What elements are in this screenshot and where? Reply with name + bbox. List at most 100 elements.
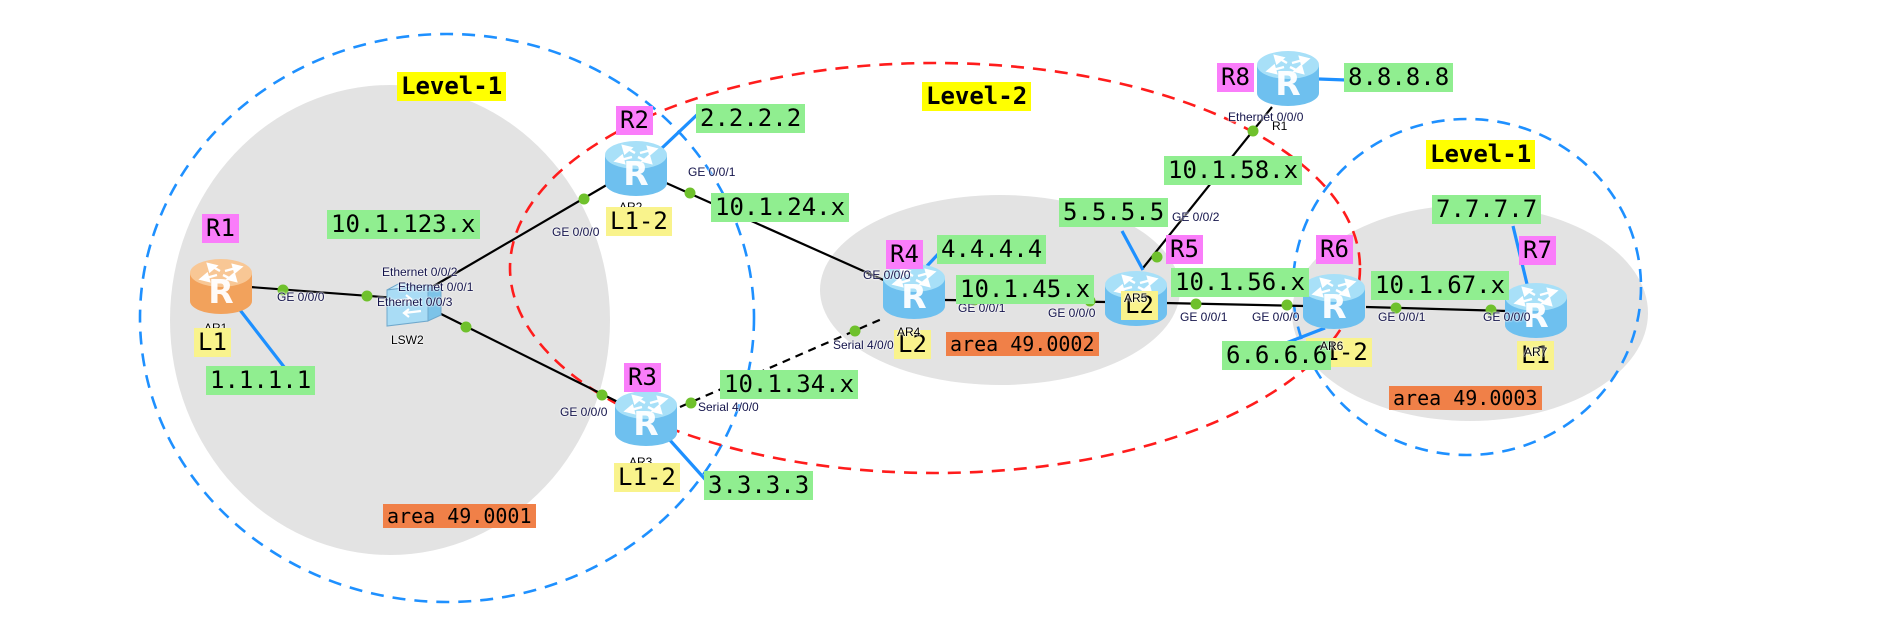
loopback-link-r2 [660, 110, 702, 150]
level2-boundary [508, 61, 1362, 475]
loopback-link-r1 [238, 309, 290, 373]
router-icon [1505, 283, 1567, 338]
level1-left-boundary [138, 32, 756, 604]
device-name-ar6: AR6 [1320, 339, 1344, 353]
loopback-link-r5 [1120, 230, 1145, 271]
loopback-label-r3[interactable]: 3.3.3.3 [704, 471, 814, 500]
router-r6[interactable]: R [1303, 273, 1365, 330]
loopback-label-r8[interactable]: 8.8.8.8 [1344, 63, 1454, 92]
router-r1[interactable]: R [190, 258, 252, 315]
loopback-label-r7[interactable]: 7.7.7.7 [1432, 195, 1542, 224]
loopback-label-r2[interactable]: 2.2.2.2 [696, 104, 806, 133]
network-label-10-1-45[interactable]: 10.1.45.x [956, 275, 1095, 304]
network-label-10-1-56[interactable]: 10.1.56.x [1171, 268, 1310, 297]
router-icon [883, 264, 945, 319]
link-lsw2-r2[interactable] [431, 175, 623, 288]
port-dot [596, 389, 608, 401]
port-dot [1281, 299, 1293, 311]
level-tag-r1[interactable]: L1 [194, 328, 231, 357]
if-label-r8-eth000: Ethernet 0/0/0 [1228, 110, 1304, 124]
network-label-10-1-24[interactable]: 10.1.24.x [711, 193, 850, 222]
port-dot [1485, 304, 1497, 316]
port-dot [460, 321, 472, 333]
loopback-link-r8 [1318, 77, 1347, 82]
router-letter: R [633, 404, 659, 443]
if-label-lsw2-eth002: Ethernet 0/0/2 [382, 265, 458, 279]
area-49-0003-label[interactable]: area 49.0003 [1389, 386, 1542, 411]
router-icon [1257, 51, 1319, 106]
area-49-0001-label[interactable]: area 49.0001 [383, 504, 536, 529]
if-label-r4-serial400: Serial 4/0/0 [833, 338, 894, 352]
router-letter: R [1321, 287, 1347, 326]
if-label-r2-ge001: GE 0/0/1 [688, 165, 736, 179]
device-name-r8: R1 [1272, 119, 1288, 133]
loopback-label-r1[interactable]: 1.1.1.1 [206, 366, 316, 395]
if-label-r1-ge000: GE 0/0/0 [277, 290, 325, 304]
level-tag-r7[interactable]: L1 [1517, 341, 1554, 370]
router-tag-r6[interactable]: R6 [1316, 235, 1353, 264]
port-dot [684, 187, 696, 199]
area-49-0003-region [1292, 205, 1648, 421]
level1-left-label[interactable]: Level-1 [397, 72, 507, 101]
router-icon [1303, 274, 1365, 329]
port-dot [1151, 251, 1163, 263]
if-label-r2-ge000: GE 0/0/0 [552, 225, 600, 239]
router-tag-r8[interactable]: R8 [1217, 63, 1254, 92]
port-dot [277, 284, 289, 296]
level-tag-r4[interactable]: L2 [894, 330, 931, 359]
port-dot [578, 193, 590, 205]
port-dot [1190, 298, 1202, 310]
loopback-label-r4[interactable]: 4.4.4.4 [937, 235, 1047, 264]
router-tag-r5[interactable]: R5 [1166, 235, 1203, 264]
router-r7[interactable]: R [1505, 282, 1567, 339]
if-label-r5-ge000: GE 0/0/0 [1048, 306, 1096, 320]
area-49-0002-label[interactable]: area 49.0002 [946, 332, 1099, 357]
router-letter: R [1523, 296, 1549, 335]
link-r6-r7[interactable] [1365, 305, 1508, 313]
level2-label[interactable]: Level-2 [922, 82, 1032, 111]
if-label-lsw2-eth003: Ethernet 0/0/3 [377, 295, 453, 309]
loopback-label-r6[interactable]: 6.6.6.6 [1222, 341, 1332, 370]
router-icon [605, 141, 667, 196]
network-label-10-1-123[interactable]: 10.1.123.x [327, 210, 480, 239]
router-tag-r7[interactable]: R7 [1519, 236, 1556, 265]
if-label-r6-ge000: GE 0/0/0 [1252, 310, 1300, 324]
router-r3[interactable]: R [615, 390, 677, 447]
if-label-lsw2-eth001: Ethernet 0/0/1 [398, 280, 474, 294]
network-label-10-1-34[interactable]: 10.1.34.x [720, 370, 859, 399]
device-name-ar5: AR5 [1124, 291, 1148, 305]
port-dot [1247, 125, 1259, 137]
switch-lsw2[interactable] [385, 277, 442, 327]
device-name-ar4: AR4 [897, 325, 921, 339]
device-name-ar7: AR7 [1524, 345, 1548, 359]
router-tag-r2[interactable]: R2 [616, 106, 653, 135]
if-label-r3-serial400: Serial 4/0/0 [698, 400, 759, 414]
level-tag-r5[interactable]: L2 [1121, 291, 1158, 320]
if-label-r6-ge001: GE 0/0/1 [1378, 310, 1426, 324]
router-r4[interactable]: R [883, 263, 945, 320]
port-dot [685, 397, 697, 409]
loopback-label-r5[interactable]: 5.5.5.5 [1059, 198, 1169, 227]
router-letter: R [623, 154, 649, 193]
level-tag-r3[interactable]: L1-2 [614, 463, 680, 492]
if-label-r4-ge001: GE 0/0/1 [958, 301, 1006, 315]
if-label-r5-ge002: GE 0/0/2 [1172, 210, 1220, 224]
network-label-10-1-58[interactable]: 10.1.58.x [1164, 156, 1303, 185]
level-tag-r2[interactable]: L1-2 [606, 207, 672, 236]
port-dot [361, 290, 373, 302]
port-dot [1390, 302, 1402, 314]
router-tag-r1[interactable]: R1 [202, 214, 239, 243]
router-tag-r4[interactable]: R4 [886, 240, 923, 269]
level1-right-label[interactable]: Level-1 [1426, 140, 1536, 169]
switch-icon [386, 282, 442, 327]
if-label-r4-ge000: GE 0/0/0 [863, 268, 911, 282]
router-tag-r3[interactable]: R3 [624, 363, 661, 392]
router-letter: R [901, 277, 927, 316]
device-name-lsw2: LSW2 [391, 333, 424, 347]
router-r2[interactable]: R [605, 140, 667, 197]
if-label-r3-ge000: GE 0/0/0 [560, 405, 608, 419]
network-label-10-1-67[interactable]: 10.1.67.x [1371, 271, 1510, 300]
router-r8[interactable]: R [1257, 50, 1319, 107]
router-icon [615, 391, 677, 446]
